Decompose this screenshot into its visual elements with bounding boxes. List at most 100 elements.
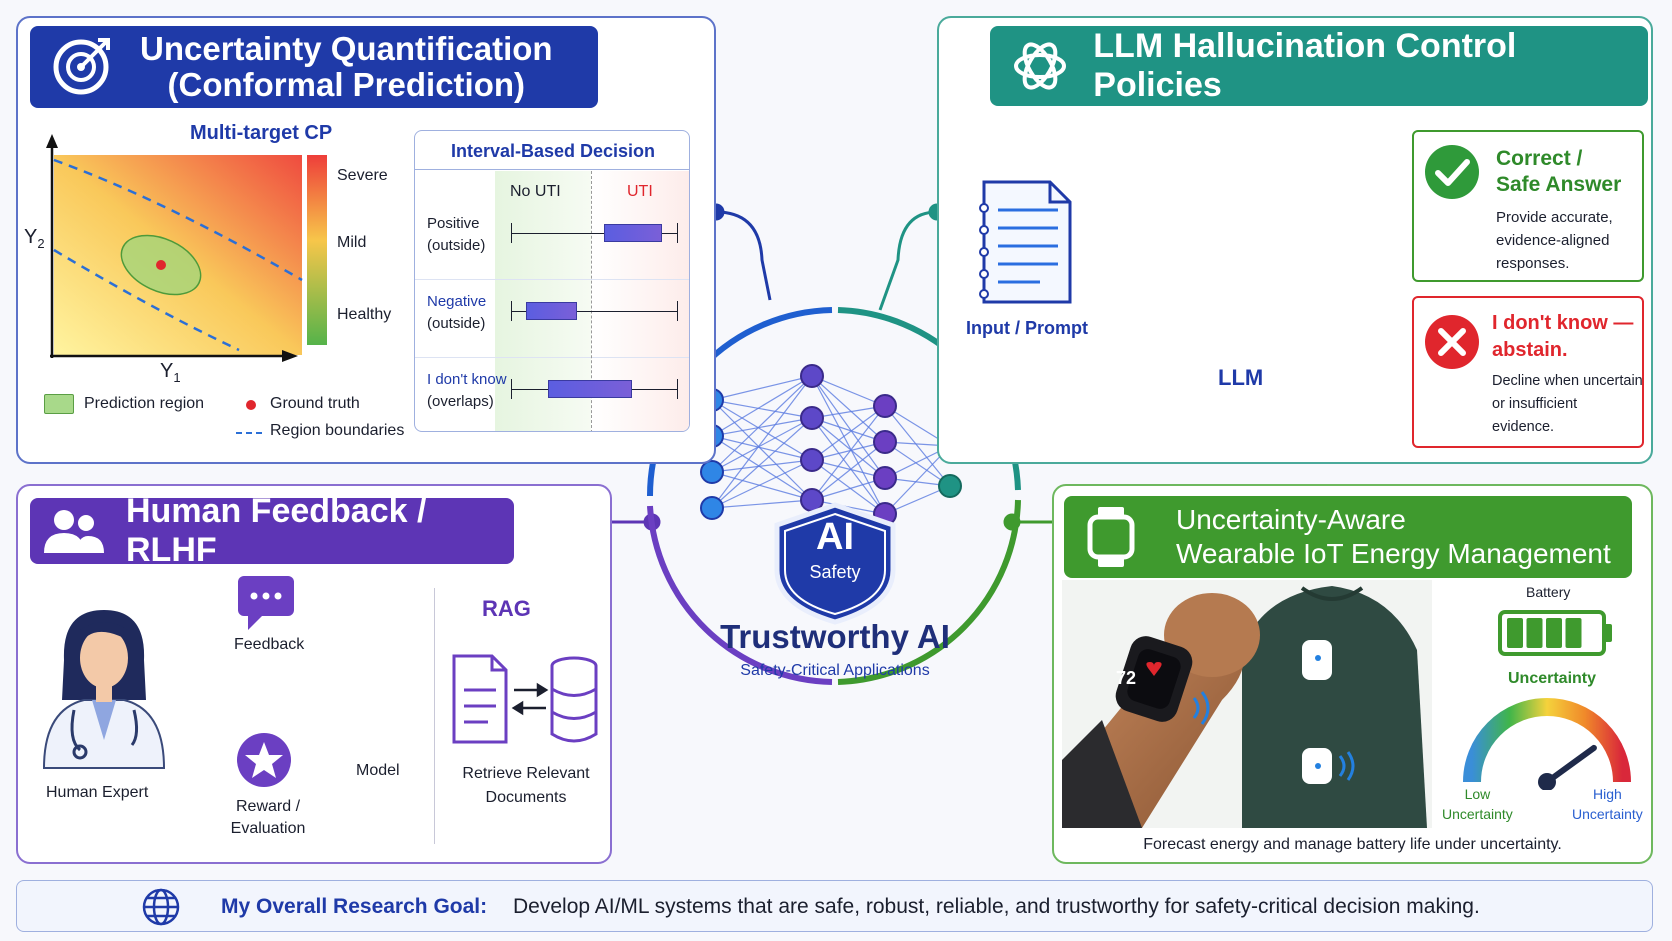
ai-shield-icon xyxy=(774,502,896,625)
model-label: Model xyxy=(356,762,400,779)
abstain-desc-2: or insufficient xyxy=(1492,396,1578,412)
center-net-edge xyxy=(711,459,813,473)
battery-cell xyxy=(1526,618,1543,648)
abstain-title-line2: abstain. xyxy=(1492,339,1568,361)
center-net-edge xyxy=(711,375,813,437)
abstain-desc-1: Decline when uncertain xyxy=(1492,373,1643,389)
cp-scale-mild: Mild xyxy=(337,234,367,251)
interval-box xyxy=(603,224,663,242)
interval-row-label: Positive(outside) xyxy=(427,213,485,257)
retrieve-label-line2: Documents xyxy=(485,789,567,806)
interval-row-label: I don't know(overlaps) xyxy=(427,369,507,413)
col-no-uti: No UTI xyxy=(510,183,561,200)
doctor-icon xyxy=(42,610,166,769)
center-net-node xyxy=(800,364,824,388)
correct-title-line2: Safe Answer xyxy=(1496,173,1622,196)
gauge-low-line1: Low xyxy=(1464,786,1491,802)
gauge-high-line2: Uncertainty xyxy=(1572,806,1643,822)
reward-label-line2: Evaluation xyxy=(230,820,306,837)
legend-truth: Ground truth xyxy=(270,395,360,412)
cp-x-axis-label: Y1 xyxy=(160,360,181,385)
watch-heart-rate: 72 xyxy=(1116,668,1137,688)
center-net-edge xyxy=(711,499,813,509)
center-net-edge xyxy=(711,417,813,437)
center-net-edge xyxy=(711,471,813,501)
center-net-edge xyxy=(811,417,886,515)
llm-title: LLM Hallucination Control Policies xyxy=(1093,27,1517,104)
correct-title-line1: Correct / xyxy=(1496,147,1583,170)
goal-bar: My Overall Research Goal: Develop AI/ML … xyxy=(16,880,1653,932)
correct-desc-2: evidence-aligned xyxy=(1496,232,1610,249)
interval-row-line2: (outside) xyxy=(427,315,486,332)
battery-cell xyxy=(1546,618,1562,648)
interval-cap xyxy=(511,223,512,243)
abstain-box: I don't know — abstain. Decline when unc… xyxy=(1412,296,1644,448)
smartwatch-icon xyxy=(1087,507,1135,567)
center-net-edge xyxy=(811,405,886,419)
center-net-edge xyxy=(811,375,886,479)
interval-whisker xyxy=(511,311,677,312)
rag-label: RAG xyxy=(482,596,531,621)
connector-top-right xyxy=(878,203,946,311)
center-net-edge xyxy=(811,459,886,515)
correct-desc-1: Provide accurate, xyxy=(1496,209,1613,226)
target-icon xyxy=(53,38,110,95)
ai-badge-sub: Safety xyxy=(809,562,861,582)
rag-retrieve-icon xyxy=(452,654,598,744)
center-net-node xyxy=(800,406,824,430)
cp-plot xyxy=(46,134,327,362)
center-net-edge xyxy=(711,375,813,401)
uq-header: Uncertainty Quantification (Conformal Pr… xyxy=(30,26,598,108)
ai-badge-main: AI xyxy=(816,516,854,558)
users-icon xyxy=(44,510,104,553)
battery-cell xyxy=(1565,618,1582,648)
uncertainty-label: Uncertainty xyxy=(1508,670,1597,687)
x-circle-icon xyxy=(1425,315,1479,369)
center-net-edge xyxy=(811,405,886,461)
center-net-edge xyxy=(711,435,813,461)
center-neural-network xyxy=(700,364,962,526)
goal-label: My Overall Research Goal: xyxy=(221,895,488,918)
connector-top-left xyxy=(707,203,772,301)
legend-boundary-line xyxy=(236,432,262,434)
legend-region-swatch xyxy=(44,394,74,414)
interval-row-line1: Negative xyxy=(427,293,487,310)
center-net-edge xyxy=(811,417,886,443)
interval-row-line2: (outside) xyxy=(427,237,486,254)
retrieve-label-line1: Retrieve Relevant xyxy=(462,765,590,782)
interval-box xyxy=(547,380,633,398)
center-net-edge xyxy=(711,435,813,501)
center-net-edge xyxy=(711,417,813,509)
center-net-edge xyxy=(811,417,886,479)
center-net-edge xyxy=(711,375,813,473)
center-net-edge xyxy=(811,441,886,501)
abstain-title-line1: I don't know — xyxy=(1492,312,1634,334)
cp-title: Multi-target CP xyxy=(190,122,333,144)
iot-caption: Forecast energy and manage battery life … xyxy=(1143,836,1562,853)
cp-scale-severe: Severe xyxy=(337,167,388,184)
center-net-node xyxy=(873,394,897,418)
center-net-node xyxy=(800,448,824,472)
center-net-node xyxy=(938,474,962,498)
check-icon xyxy=(1425,145,1479,199)
llm-header: LLM Hallucination Control Policies xyxy=(990,26,1648,106)
reward-label-line1: Reward / xyxy=(235,798,301,815)
input-prompt-label: Input / Prompt xyxy=(966,318,1088,338)
center-net-edge xyxy=(884,441,951,487)
center-net-edge xyxy=(711,375,813,509)
center-net-edge xyxy=(884,405,951,487)
interval-table: Interval-Based Decision No UTI UTI Posit… xyxy=(414,130,690,432)
center-net-edge xyxy=(811,375,886,443)
center-net-edge xyxy=(811,459,886,479)
center-net-node xyxy=(700,496,724,520)
legend-truth-dot xyxy=(246,400,256,410)
battery-cell xyxy=(1507,618,1523,648)
battery-label: Battery xyxy=(1526,584,1571,600)
feedback-chat-icon xyxy=(238,576,294,630)
interval-cap xyxy=(677,223,678,243)
feedback-label: Feedback xyxy=(234,636,305,653)
gauge-low-line2: Uncertainty xyxy=(1442,806,1513,822)
rlhf-title: Human Feedback / RLHF xyxy=(126,492,427,569)
center-net-edge xyxy=(811,441,886,461)
interval-cap xyxy=(677,379,678,399)
